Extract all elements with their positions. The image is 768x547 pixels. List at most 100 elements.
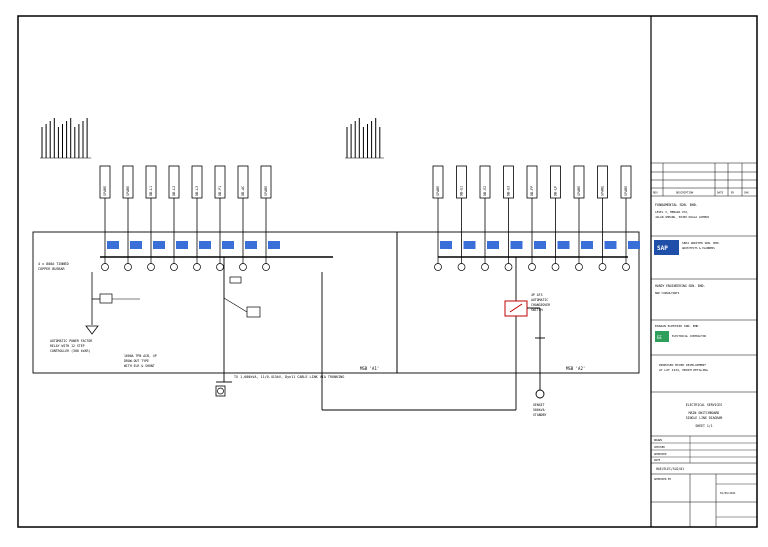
feeder-box (550, 165, 561, 199)
sheet-border (17, 15, 758, 528)
ats-note-line: CHANGEOVER (531, 303, 550, 307)
breaker-tag (463, 241, 476, 249)
capacitor-bank-symbol (85, 325, 99, 335)
feeder-box (99, 165, 111, 199)
feeder-node (457, 263, 466, 271)
info-label: CHECKED (654, 445, 665, 449)
project-title: PROPOSED MIXED DEVELOPMENT (659, 363, 706, 367)
ats-box (504, 300, 528, 317)
breaker-tag (534, 241, 546, 249)
pfc-note-line: AUTOMATIC POWER FACTOR (50, 339, 92, 343)
client-address: JALAN AMPANG, 50450 KUALA LUMPUR (655, 215, 709, 219)
rev-header: REV (653, 191, 658, 195)
feeder-label: SPARE (264, 186, 268, 196)
feeder-box (479, 165, 491, 199)
title-block: REV DESCRIPTION DATE BY CHK FUNDAMENTAL … (651, 162, 757, 527)
svg-text:SAP: SAP (657, 245, 668, 252)
breaker-tag (199, 241, 211, 249)
feeder-node (239, 263, 247, 271)
feeder-box (456, 165, 467, 199)
feeder-node (262, 263, 270, 271)
project-title: AT LOT 1234, MUKIM PETALING (659, 368, 708, 372)
drawing-title: ELECTRICAL SERVICES (686, 403, 723, 407)
incomer-note-line: 1600A TPN ACB, 4P (124, 354, 157, 358)
feeder-box (145, 165, 157, 199)
feeder-label: DB-E3 (507, 186, 511, 196)
feeder-box (597, 165, 608, 199)
client-address: LEVEL 3, MENARA XYZ, (655, 210, 689, 214)
feeder-node (147, 263, 155, 271)
feeder-label: DB-E1 (460, 186, 464, 196)
feeder-label: SPARE (126, 186, 130, 196)
msb-a1-label: MSB 'A1' (360, 366, 379, 371)
feeder-box (168, 165, 180, 199)
breaker-tag (628, 241, 640, 249)
feeder-node (528, 263, 536, 271)
feeder-label: SPARE (601, 186, 605, 196)
drawing-title: SINGLE LINE DIAGRAM (686, 416, 723, 420)
feeder-node (434, 263, 442, 271)
info-label: DRAWN (654, 438, 662, 442)
breaker-tag (268, 241, 280, 249)
feeder-box (620, 165, 632, 199)
feeder-label: DB-P1 (218, 186, 222, 196)
pfc-note-line: RELAY WITH 12 STEP (50, 344, 85, 348)
drawing-title: SHEET 1/1 (695, 424, 712, 428)
feeder-label: DB-E2 (483, 186, 487, 196)
genset-note-line: STANDBY (533, 413, 547, 417)
architect-logo (654, 240, 679, 255)
feeder-node (622, 263, 630, 271)
feeder-label: DB-L3 (195, 186, 199, 196)
contractor-name: EDARAN ELEKTRIK SDN. BHD. (655, 324, 700, 328)
feeder-node (504, 263, 513, 271)
date-value: 01/06/2021 (720, 491, 736, 495)
feeder-label: DB-LF (554, 186, 558, 196)
approved-label: APPROVED BY (654, 477, 672, 481)
info-label: DATE (654, 458, 661, 462)
feeder-node (170, 263, 178, 271)
breaker-tag (176, 241, 188, 249)
me-consultant-role: M&E CONSULTANTS (655, 291, 680, 295)
feeder-node (551, 263, 560, 271)
feeder-node (216, 263, 224, 271)
cable-note: TX 1,600kVA, 11/0.415kV, Dyn11 CABLE LIN… (234, 375, 344, 379)
feeder-node (193, 263, 201, 271)
contractor-role: ELECTRICAL CONTRACTOR (672, 334, 706, 338)
architect-name: SERI ARKITEK SDN. BHD. (682, 241, 721, 245)
feeder-box (214, 165, 226, 199)
ats-note-line: AUTOMATIC (531, 298, 548, 302)
rev-header: CHK (744, 191, 749, 195)
genset-symbol (535, 389, 545, 399)
feeder-box (573, 165, 585, 199)
feeder-box (260, 165, 272, 199)
info-label: APPROVED (654, 452, 667, 456)
feeder-node (101, 263, 109, 271)
feeder-node (481, 263, 489, 271)
breaker-tag (487, 241, 499, 249)
feeder-label: SPARE (436, 186, 440, 196)
feeder-label: SPARE (624, 186, 628, 196)
contractor-logo (655, 331, 669, 342)
incomer-breaker (229, 276, 242, 284)
architect-role: ARCHITECTS & PLANNERS (682, 246, 715, 250)
feeder-label: SPARE (577, 186, 581, 196)
breaker-tag (581, 241, 593, 249)
breaker-tag (153, 241, 165, 249)
transformer-symbol (215, 385, 226, 397)
feeder-label: DB-L1 (149, 186, 153, 196)
panel-msb-a2 (396, 231, 640, 374)
msb-a2-label: MSB 'A2' (566, 366, 585, 371)
svg-text:EE: EE (657, 335, 662, 340)
feeder-node (598, 263, 607, 271)
ats-note-line: 4P ATS (531, 293, 543, 297)
breaker-tag (557, 241, 570, 249)
drawing-title: MAIN SWITCHBOARD (689, 411, 720, 415)
genset-note-line: 500kVA (533, 408, 545, 412)
busbar-note-line: COPPER BUSBAR (38, 267, 65, 271)
breaker-tag (245, 241, 257, 249)
drawing-number: HAE/ELEC/SLD/01 (656, 467, 684, 471)
feeder-box (237, 165, 249, 199)
genset-note-line: GENSET (533, 403, 545, 407)
breaker-tag (510, 241, 523, 249)
